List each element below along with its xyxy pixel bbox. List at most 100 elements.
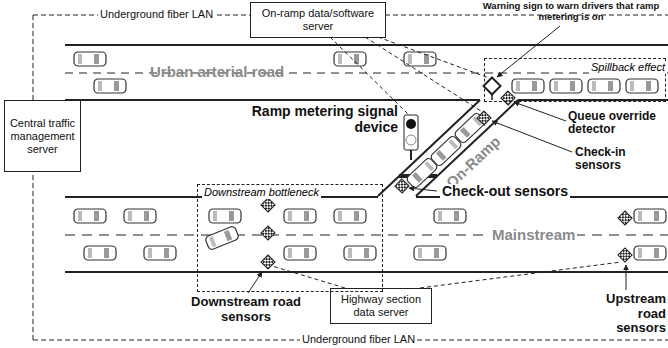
drawing-part — [148, 248, 152, 258]
car — [94, 79, 126, 93]
drawing-part — [410, 150, 412, 160]
drawing-part — [518, 99, 668, 101]
drawing-part — [164, 248, 169, 258]
drawing-part — [209, 209, 241, 223]
car — [124, 209, 156, 223]
drawing-part — [434, 248, 439, 258]
drawing-part — [205, 226, 240, 251]
drawing-part — [436, 150, 446, 161]
drawing-part — [409, 188, 437, 191]
drawing-part — [354, 211, 359, 221]
drawing-part — [338, 54, 342, 64]
leader-lines — [248, 26, 626, 293]
drawing-part — [404, 52, 436, 66]
cars — [74, 52, 666, 260]
drawing-part — [348, 248, 352, 258]
road-sensor — [618, 211, 632, 225]
node-text: Central traffic management server — [9, 117, 76, 156]
node-text: On-ramp data/software server — [255, 7, 381, 33]
signal-device — [404, 115, 418, 160]
drawing-part — [288, 248, 292, 258]
drawing-part — [144, 246, 176, 260]
drawing-part — [634, 209, 666, 223]
drawing-part — [420, 262, 621, 288]
car — [434, 209, 466, 223]
fiber-lan — [33, 15, 668, 340]
car — [634, 209, 666, 223]
drawing-part — [484, 78, 501, 95]
drawing-part — [514, 102, 566, 121]
drawing-part — [454, 211, 459, 221]
drawing-part — [94, 211, 99, 221]
road-sensor — [261, 255, 275, 269]
car — [209, 209, 241, 223]
drawing-part — [248, 272, 262, 293]
drawing-part — [65, 99, 480, 101]
drawing-part — [344, 246, 376, 260]
drawing-part — [284, 209, 316, 223]
node-text: Highway section data server — [335, 293, 427, 319]
drawing-part — [378, 37, 489, 78]
road-sensor — [501, 91, 515, 105]
drawing-part — [74, 209, 106, 223]
callout-label: Upstream road sensors — [588, 292, 666, 336]
drawing-part — [638, 211, 642, 221]
drawing-part — [448, 139, 458, 149]
drawing-part — [124, 209, 156, 223]
server-box: On-ramp data/software server — [250, 2, 386, 38]
drawing-part — [434, 209, 466, 223]
callout-label: Ramp metering signal device — [228, 104, 398, 135]
drawing-part — [330, 37, 408, 114]
drawing-part — [104, 248, 109, 258]
node-text: Spillback effect — [589, 61, 667, 74]
drawing-part — [229, 211, 234, 221]
drawing-part — [634, 246, 666, 260]
drawing-part — [654, 211, 659, 221]
car — [550, 79, 582, 93]
drawing-part — [408, 54, 412, 64]
drawing-part — [406, 135, 416, 145]
car — [404, 52, 436, 66]
car — [406, 157, 439, 189]
drawing-part — [144, 211, 149, 221]
region-box: Spillback effect — [484, 58, 666, 102]
car — [414, 246, 446, 260]
drawing-part — [272, 266, 345, 288]
on-ramp-road — [378, 100, 518, 196]
road-sensor — [261, 198, 275, 212]
drawing-part — [460, 127, 470, 138]
road-name: Mainstream — [490, 227, 577, 244]
drawing-part — [114, 81, 119, 91]
callout-label: Warning sign to warn drivers that ramp m… — [476, 1, 666, 22]
road-sensor — [395, 179, 409, 193]
car — [144, 246, 176, 260]
drawing-part — [570, 81, 575, 91]
drawing-part — [404, 115, 418, 150]
car — [74, 209, 106, 223]
drawing-part — [512, 79, 544, 93]
car — [84, 246, 116, 260]
car — [334, 209, 366, 223]
car — [626, 79, 658, 93]
road-sensor — [477, 111, 491, 125]
drawing-part — [424, 54, 429, 64]
car — [205, 226, 240, 251]
drawing-part — [626, 265, 627, 290]
road-sensor — [261, 226, 275, 240]
drawing-part — [88, 248, 92, 258]
node-text: Downstream bottleneck — [202, 186, 321, 199]
drawing-part — [654, 248, 659, 258]
drawing-part — [65, 235, 668, 236]
region-box: Downstream bottleneck — [197, 184, 383, 292]
drawing-part — [630, 81, 634, 91]
callout-label: Check-in sensors — [575, 146, 663, 173]
server-box: Highway section data server — [330, 288, 432, 324]
drawing-part — [33, 15, 34, 340]
drawing-part — [406, 157, 439, 189]
drawing-part — [364, 248, 369, 258]
callout-label: Check-out sensors — [440, 184, 570, 200]
drawing-part — [338, 211, 342, 221]
drawing-part — [98, 81, 102, 91]
drawing-part — [65, 44, 668, 46]
drawing-part — [65, 271, 668, 273]
